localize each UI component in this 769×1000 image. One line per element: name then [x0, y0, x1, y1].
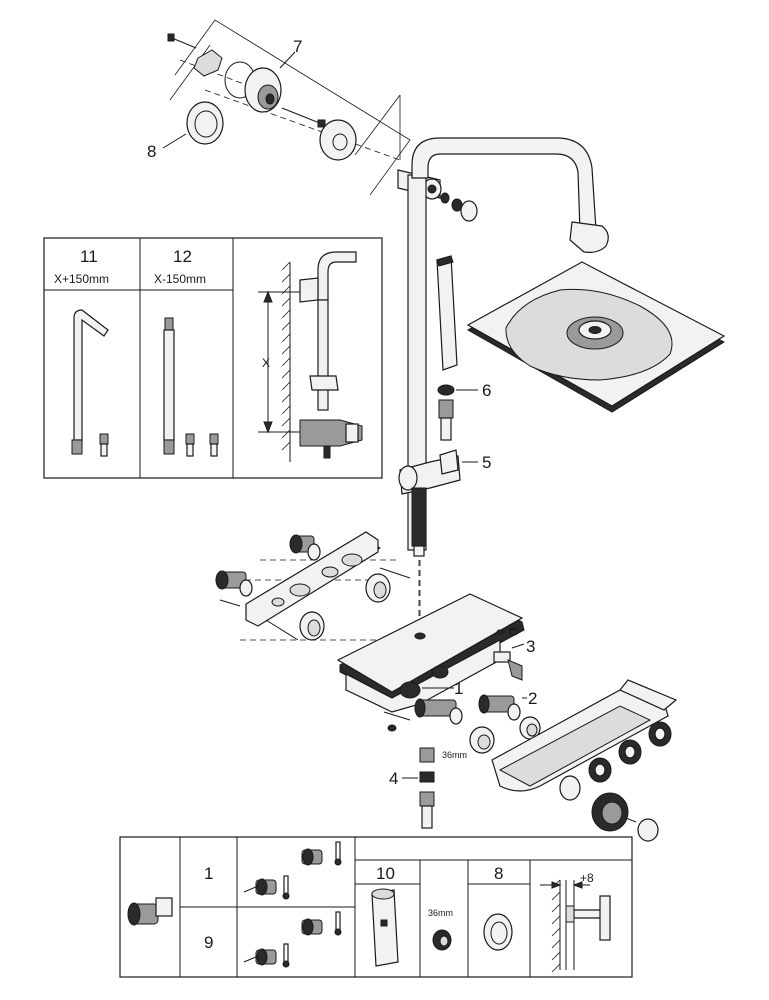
table-row-1-label: 1: [204, 864, 213, 883]
fitting-left-icon: [215, 570, 253, 597]
mounting-plate-assembly: [215, 531, 421, 641]
connector-1-icon: [414, 698, 463, 725]
riser-pipe-12-icon: [163, 317, 219, 457]
wall-offset-icon: +8: [540, 871, 611, 973]
inset-col12-number: 12: [173, 247, 192, 266]
inset-col12-length: X-150mm: [154, 272, 206, 286]
callout-5: 5: [482, 453, 491, 472]
glass-shelf-icon: [336, 593, 525, 701]
hot-cold-orientation-icon: [243, 911, 342, 968]
inset-col11-length: X+150mm: [54, 272, 109, 286]
callout-6: 6: [482, 381, 491, 400]
callout-4: 4: [389, 769, 398, 788]
nut-icon: [432, 929, 452, 951]
callout-2: 2: [528, 689, 537, 708]
nut-icon: [365, 573, 391, 603]
fitting-top-icon: [289, 534, 321, 561]
connector-2-icon: [478, 694, 521, 721]
connector-fitting-icon: [127, 897, 173, 926]
clip-plate-icon: [193, 49, 223, 77]
mount-body-icon: [244, 67, 282, 113]
table-col-8-label: 8: [494, 864, 503, 883]
installation-info-table: 1 9 10: [119, 836, 633, 978]
socket-tool-icon: [371, 888, 399, 967]
table-row-9-label: 9: [204, 933, 213, 952]
thermostat-bar-icon: [491, 679, 678, 801]
control-knob-icon: [648, 721, 672, 747]
hot-cold-orientation-icon: [243, 841, 342, 900]
control-knob-icon: [618, 739, 642, 765]
hose-connector-icon: [438, 399, 454, 441]
shower-riser-assembly: 6 5: [397, 137, 726, 636]
wall-screw-icon: [167, 33, 197, 49]
control-knob-icon: [588, 757, 612, 783]
rosette-8-icon: [186, 101, 224, 145]
inset-dim-x: X: [262, 356, 270, 370]
table-col-10-label: 10: [376, 864, 395, 883]
hand-shower-icon: [436, 255, 458, 371]
table-wrench-size: 36mm: [428, 908, 453, 918]
rosette-icon: [483, 913, 513, 951]
callout-7: 7: [293, 37, 302, 56]
nut-icon: [299, 611, 325, 641]
callout-3: 3: [526, 637, 535, 656]
nut-icon: [469, 726, 495, 754]
thermostat-shelf-assembly: 3 1 2 36mm: [336, 593, 678, 842]
table-offset-label: +8: [580, 871, 594, 885]
inset-col11-number: 11: [80, 247, 98, 266]
cover-ring-icon: [319, 119, 357, 161]
wall-mount-bracket-assembly: 8 7: [147, 19, 411, 196]
riser-length-inset: 11 X+150mm 12 X-150mm: [43, 237, 383, 479]
riser-pipe-11-icon: [71, 309, 109, 457]
wall-section-icon: X: [258, 251, 363, 462]
slider-holder-icon: [398, 449, 461, 495]
long-screw-icon: [281, 107, 326, 128]
cartridge-3-icon: [493, 628, 523, 681]
callout-1: 1: [454, 679, 463, 698]
end-cap-knob-icon: [591, 792, 659, 842]
callout-8: 8: [147, 142, 156, 161]
overhead-shower-icon: [466, 261, 726, 413]
connector-4-icon: [419, 747, 435, 829]
mounting-plate-icon: [245, 531, 381, 627]
wrench-size-label: 36mm: [442, 750, 467, 760]
